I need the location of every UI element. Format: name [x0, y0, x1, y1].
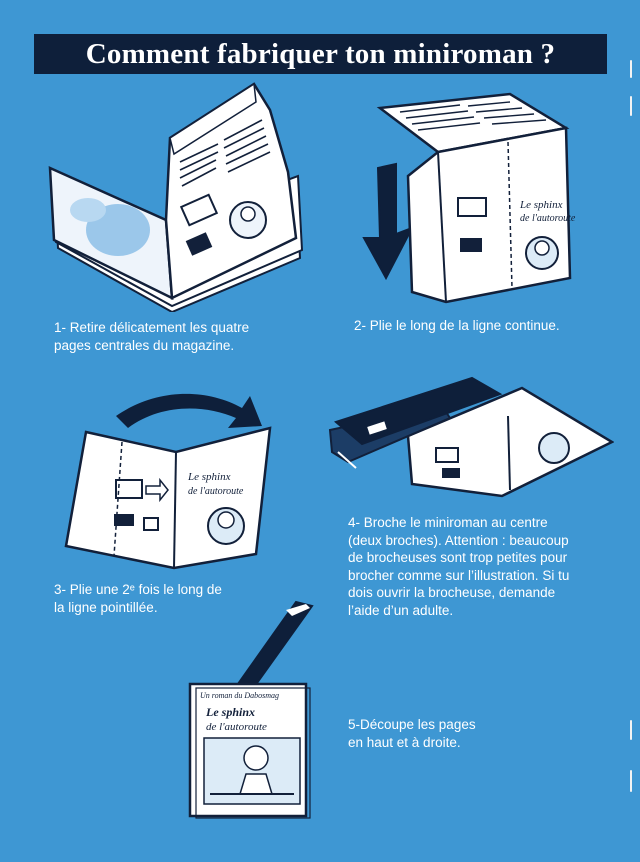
step-1-caption: 1- Retire délicatement les quatre pages … — [54, 320, 250, 353]
step-3-caption: 3- Plie une 2ᵉ fois le long de la ligne … — [54, 582, 222, 615]
second-fold-cover-title: Le sphinx — [187, 471, 231, 483]
step-2-caption: 2- Plie le long de la ligne continue. — [354, 318, 560, 333]
final-booklet-subtitle: de l'autoroute — [206, 721, 267, 733]
step-4-caption: 4- Broche le miniroman au centre (deux b… — [348, 515, 570, 618]
second-fold-illustration: Le sphinx de l'autoroute — [64, 393, 272, 570]
final-booklet-series: Un roman du Dabosmag — [200, 691, 279, 700]
final-booklet-title: Le sphinx — [205, 705, 255, 719]
step-5-caption: 5-Découpe les pages en haut et à droite. — [348, 717, 476, 750]
page-title: Comment fabriquer ton miniroman ? — [34, 34, 607, 74]
cut-pages-illustration: Un roman du Dabosmag Le sphinx de l'auto… — [188, 600, 314, 819]
staple-mark-lower — [630, 720, 632, 740]
staple-mark-upper — [630, 96, 632, 116]
fold-booklet-illustration: Le sphinx de l'autoroute — [362, 92, 576, 304]
staple-mark-top — [630, 60, 632, 78]
booklet-cover-subtitle: de l'autoroute — [520, 213, 576, 224]
booklet-cover-title: Le sphinx — [519, 199, 563, 211]
staple-mark-bottom — [630, 770, 632, 792]
open-magazine-illustration — [48, 82, 304, 312]
stapler-illustration — [328, 376, 614, 498]
second-fold-cover-subtitle: de l'autoroute — [188, 486, 244, 497]
